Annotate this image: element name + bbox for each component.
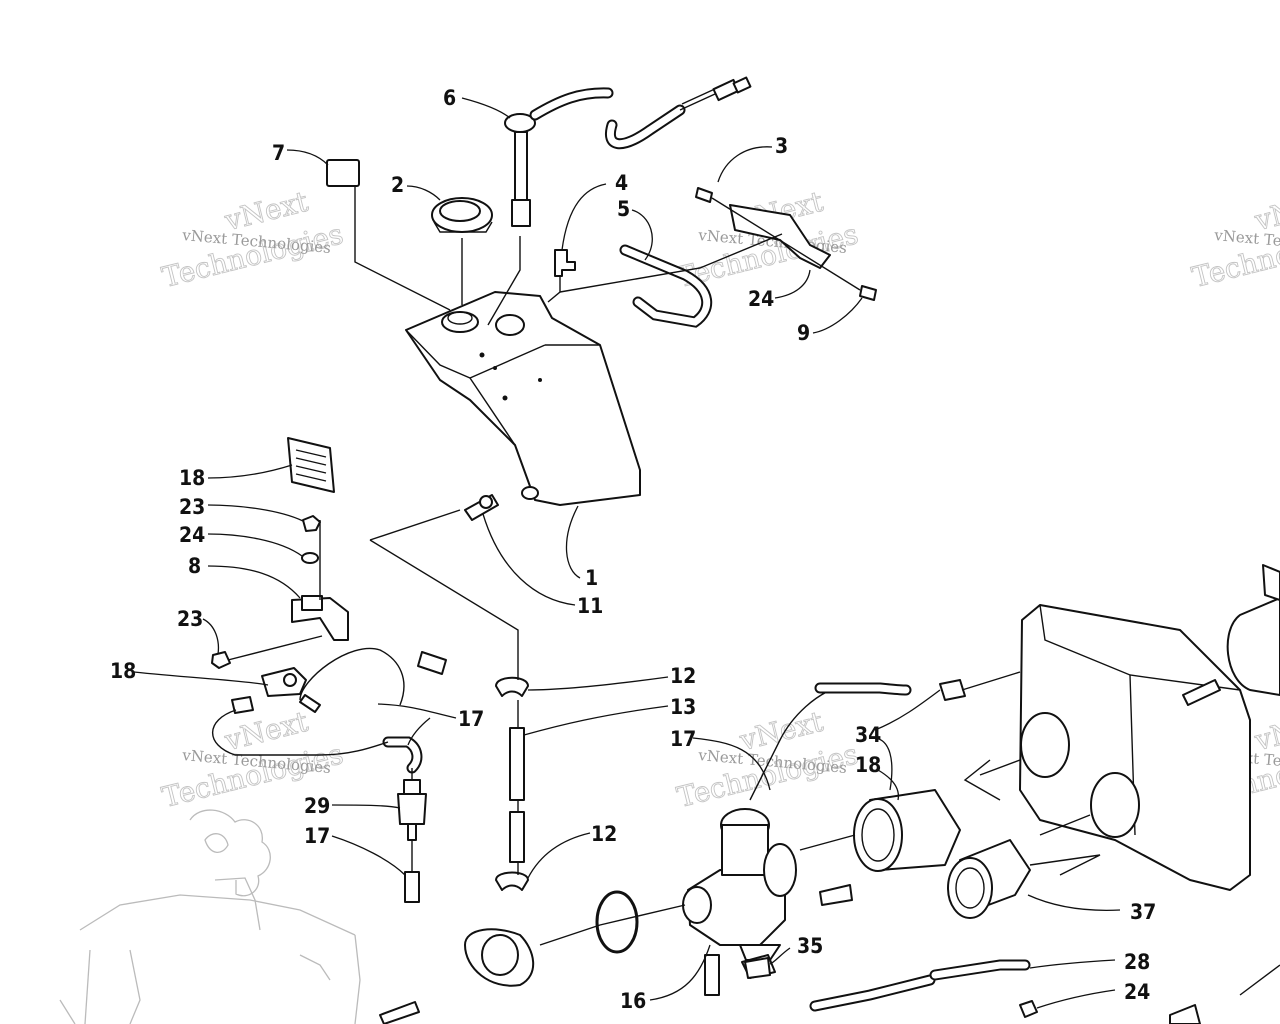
callout-17-carb: 17	[670, 727, 696, 751]
callout-32: 23	[179, 495, 205, 519]
callout-28: 28	[1124, 950, 1150, 974]
callout-8: 8	[188, 554, 201, 578]
callout-4: 4	[615, 171, 628, 195]
fuel-hose	[509, 727, 525, 863]
callout-labels: 6 7 2 3 4 5 24 9 1 11 18 23 24 8 23 18 1…	[110, 86, 1156, 1013]
hose-clamp-top	[495, 676, 529, 697]
hose-clip	[939, 679, 966, 701]
callout-33: 24	[179, 523, 205, 547]
elbow-fitting	[554, 249, 576, 277]
leader-lines	[133, 97, 1121, 1009]
callout-16: 16	[620, 989, 646, 1013]
callout-12-top: 12	[670, 664, 696, 688]
callout-29: 29	[304, 794, 330, 818]
callout-34: 24	[748, 287, 774, 311]
fuel-hoses-left	[231, 651, 447, 774]
air-silencer	[1019, 604, 1251, 891]
callout-2: 2	[391, 173, 404, 197]
callout-35: 34	[855, 723, 881, 747]
callout-37: 37	[1130, 900, 1156, 924]
callout-6: 6	[443, 86, 456, 110]
nut	[211, 651, 231, 669]
intake-adapter-upper	[853, 789, 961, 872]
intake-boot-partial	[1169, 564, 1280, 1024]
callout-17-lower: 17	[304, 824, 330, 848]
hose-clamp-bottom	[495, 871, 529, 891]
carburetor	[682, 682, 912, 961]
vent-hose	[619, 244, 713, 328]
level-sensor	[504, 76, 752, 227]
callout-7: 7	[272, 141, 285, 165]
drain-fitting	[464, 494, 499, 521]
callout-23: 18	[179, 466, 205, 490]
callout-12-bottom: 12	[591, 822, 617, 846]
shutoff-valve	[261, 667, 321, 713]
warning-decal	[287, 437, 335, 493]
callout-18: 18	[855, 753, 881, 777]
oil-tank	[405, 291, 641, 506]
intake-clamp	[595, 890, 639, 954]
bolt	[379, 1001, 420, 1024]
callout-17-left: 17	[458, 707, 484, 731]
callout-9: 9	[797, 321, 810, 345]
callout-24-left: 23	[177, 607, 203, 631]
callout-13: 13	[670, 695, 696, 719]
tank-cap	[431, 197, 493, 233]
callout-11: 11	[577, 594, 603, 618]
callout-31: 18	[110, 659, 136, 683]
callout-24-right: 24	[1124, 980, 1150, 1004]
intake-adapter-lower	[947, 839, 1031, 919]
callout-3: 3	[775, 134, 788, 158]
switch-bracket	[291, 595, 349, 641]
nut-washer	[301, 515, 321, 564]
callout-5: 5	[617, 197, 630, 221]
retainer-clip	[744, 957, 771, 979]
mount-bracket	[695, 187, 877, 301]
engine-outline	[59, 809, 361, 1024]
callout-36: 35	[797, 934, 823, 958]
intake-flange	[464, 928, 535, 987]
decal	[326, 159, 360, 187]
callout-1: 1	[585, 566, 598, 590]
